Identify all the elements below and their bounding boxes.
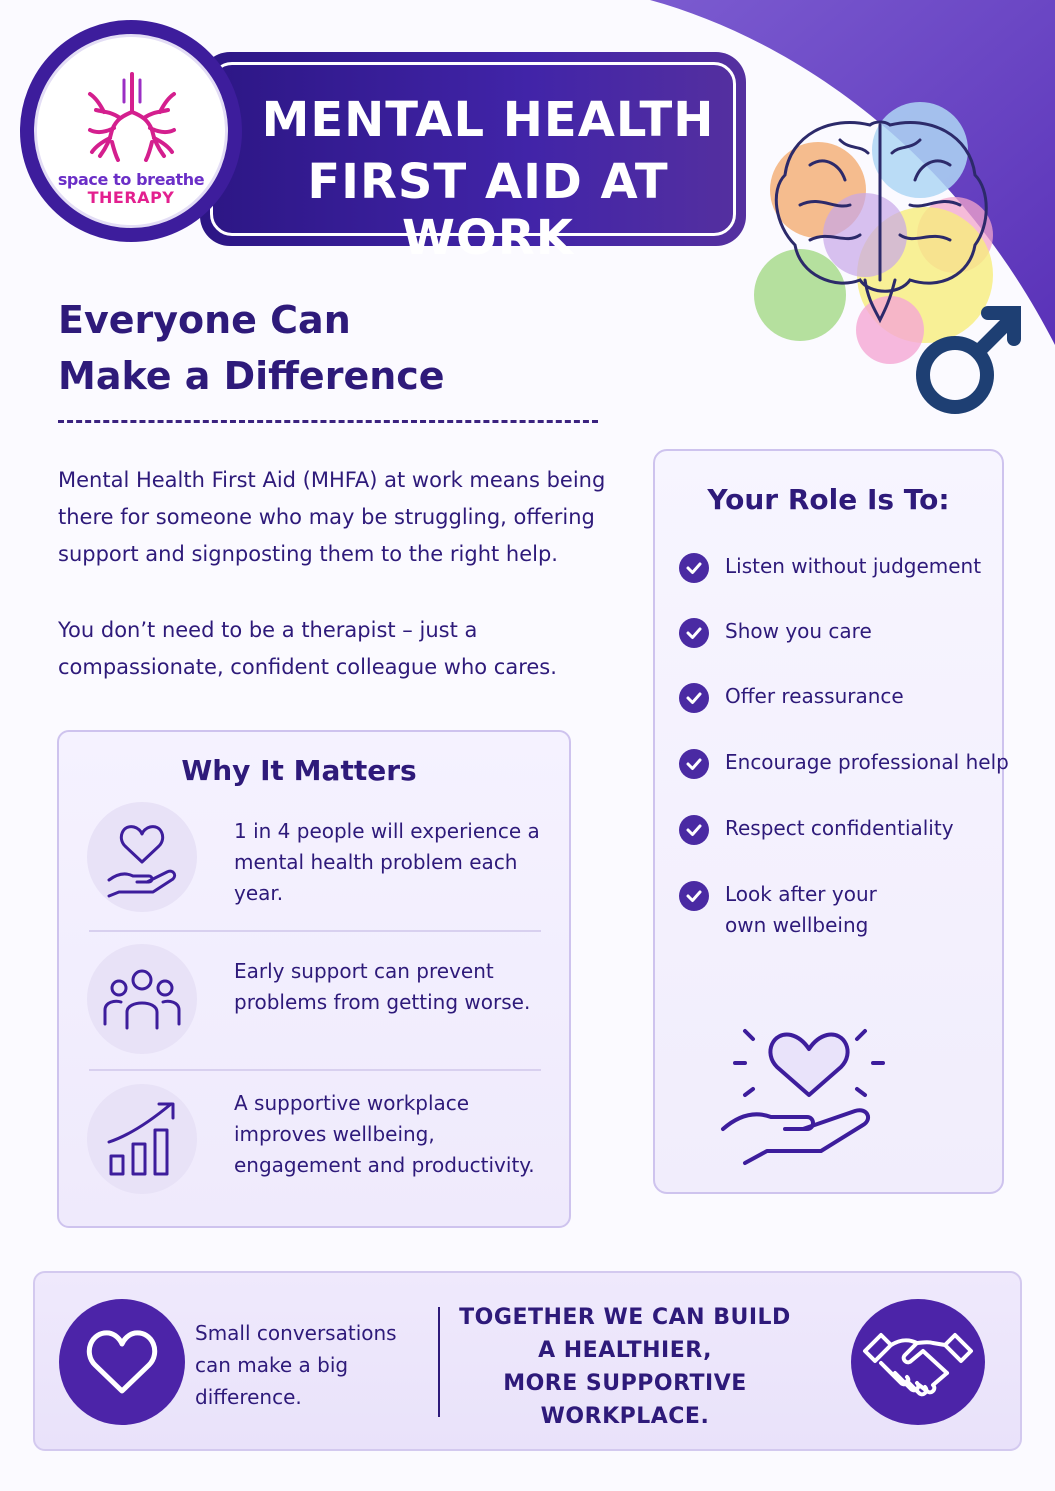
brand-logo: space to breathe THERAPY bbox=[20, 20, 242, 242]
heart-in-hand-icon bbox=[721, 1029, 885, 1165]
footer-message: Small conversations can make a big diffe… bbox=[195, 1321, 397, 1409]
people-group-icon bbox=[87, 944, 197, 1054]
role-item-label: Offer reassurance bbox=[725, 684, 904, 708]
page-title-line2: FIRST AID AT WORK bbox=[307, 154, 669, 266]
heart-in-hand-icon bbox=[87, 802, 197, 912]
footer-divider bbox=[438, 1307, 440, 1417]
role-item-label: Respect confidentiality bbox=[725, 816, 954, 840]
brain-illustration bbox=[754, 102, 1021, 414]
why-divider bbox=[89, 930, 541, 932]
why-item-text: Early support can prevent problems from … bbox=[234, 959, 531, 1014]
role-item-label: Encourage professional help bbox=[725, 750, 1009, 774]
why-item-text: A supportive workplace improves wellbein… bbox=[234, 1091, 535, 1177]
title-banner: MENTAL HEALTH FIRST AID AT WORK bbox=[200, 52, 746, 266]
footer-call-to-action: TOGETHER WE CAN BUILD A HEALTHIER, MORE … bbox=[455, 1301, 795, 1433]
why-it-matters-title: Why It Matters bbox=[181, 754, 417, 787]
check-circle-icon bbox=[679, 553, 709, 583]
section-heading-line1: Everyone Can bbox=[58, 298, 351, 342]
why-it-matters-panel: Why It Matters 1 in 4 people will experi… bbox=[57, 730, 571, 1228]
your-role-title: Your Role Is To: bbox=[707, 483, 950, 516]
your-role-panel: Your Role Is To: Listen without judgemen… bbox=[653, 449, 1009, 1194]
role-item-label: Show you care bbox=[725, 619, 872, 643]
lungs-icon bbox=[88, 72, 176, 162]
handshake-icon bbox=[851, 1299, 985, 1425]
why-divider bbox=[89, 1069, 541, 1071]
why-item-text: 1 in 4 people will experience a mental h… bbox=[234, 819, 540, 905]
role-item-label: Listen without judgement bbox=[725, 554, 982, 578]
footer-call-line: MORE SUPPORTIVE bbox=[503, 1371, 747, 1396]
corner-swoosh-decoration bbox=[650, 0, 1055, 345]
heart-icon bbox=[59, 1299, 185, 1425]
logo-wordmark: space to breathe bbox=[57, 170, 205, 189]
footer-call-line: TOGETHER WE CAN BUILD bbox=[459, 1305, 791, 1330]
intro-paragraph-1: Mental Health First Aid (MHFA) at work m… bbox=[58, 468, 606, 566]
growth-chart-icon bbox=[87, 1084, 197, 1194]
page-title-line1: MENTAL HEALTH bbox=[261, 92, 715, 148]
role-item-label: Look after your own wellbeing bbox=[725, 882, 877, 937]
section-heading-line2: Make a Difference bbox=[58, 354, 445, 398]
heading-divider bbox=[58, 420, 598, 423]
logo-subtitle: THERAPY bbox=[87, 188, 175, 207]
footer-banner: Small conversations can make a big diffe… bbox=[33, 1271, 1022, 1451]
footer-call-line: WORKPLACE. bbox=[540, 1404, 710, 1429]
intro-paragraph-2: You don’t need to be a therapist – just … bbox=[58, 618, 557, 679]
check-circle-icon bbox=[679, 618, 709, 648]
check-circle-icon bbox=[679, 881, 709, 911]
check-circle-icon bbox=[679, 815, 709, 845]
check-circle-icon bbox=[679, 749, 709, 779]
check-circle-icon bbox=[679, 683, 709, 713]
footer-call-line: A HEALTHIER, bbox=[538, 1338, 712, 1363]
